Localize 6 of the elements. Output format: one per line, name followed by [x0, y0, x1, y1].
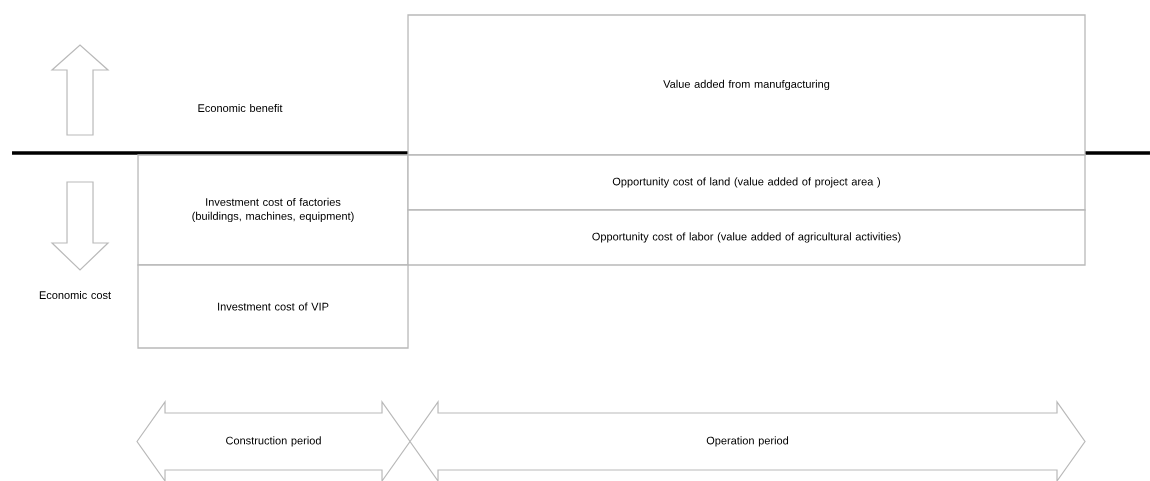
cost-box: Investment cost of factories (buildings, machines, equipment) [137, 154, 409, 266]
axis-label: Economic benefit [198, 103, 283, 113]
cost-box: Opportunity cost of labor (value added of agricultural activities) [407, 209, 1086, 266]
cost-box: Opportunity cost of land (value added of project area ) [407, 154, 1086, 211]
cost-box: Investment cost of VIP [137, 264, 409, 349]
axis-label: Economic cost [39, 290, 111, 300]
